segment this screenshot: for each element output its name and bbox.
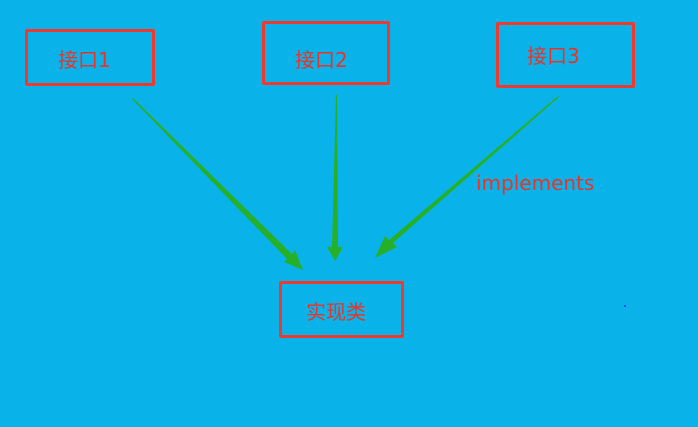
arrow-interface1-to-implementation bbox=[132, 98, 303, 270]
interface1-label: 接口1 bbox=[58, 48, 111, 72]
arrow-interface3-to-implementation bbox=[375, 96, 559, 258]
implementation-class-label: 实现类 bbox=[306, 300, 366, 324]
stray-dot bbox=[624, 305, 626, 307]
implements-label: implements bbox=[476, 171, 595, 195]
interface3-label: 接口3 bbox=[527, 44, 580, 68]
arrow-interface2-to-implementation bbox=[327, 95, 343, 261]
interface3-box: 接口3 bbox=[496, 22, 635, 88]
implementation-class-box: 实现类 bbox=[279, 281, 404, 338]
interface1-box: 接口1 bbox=[25, 29, 155, 86]
interface2-label: 接口2 bbox=[295, 48, 348, 72]
interface2-box: 接口2 bbox=[262, 21, 390, 85]
